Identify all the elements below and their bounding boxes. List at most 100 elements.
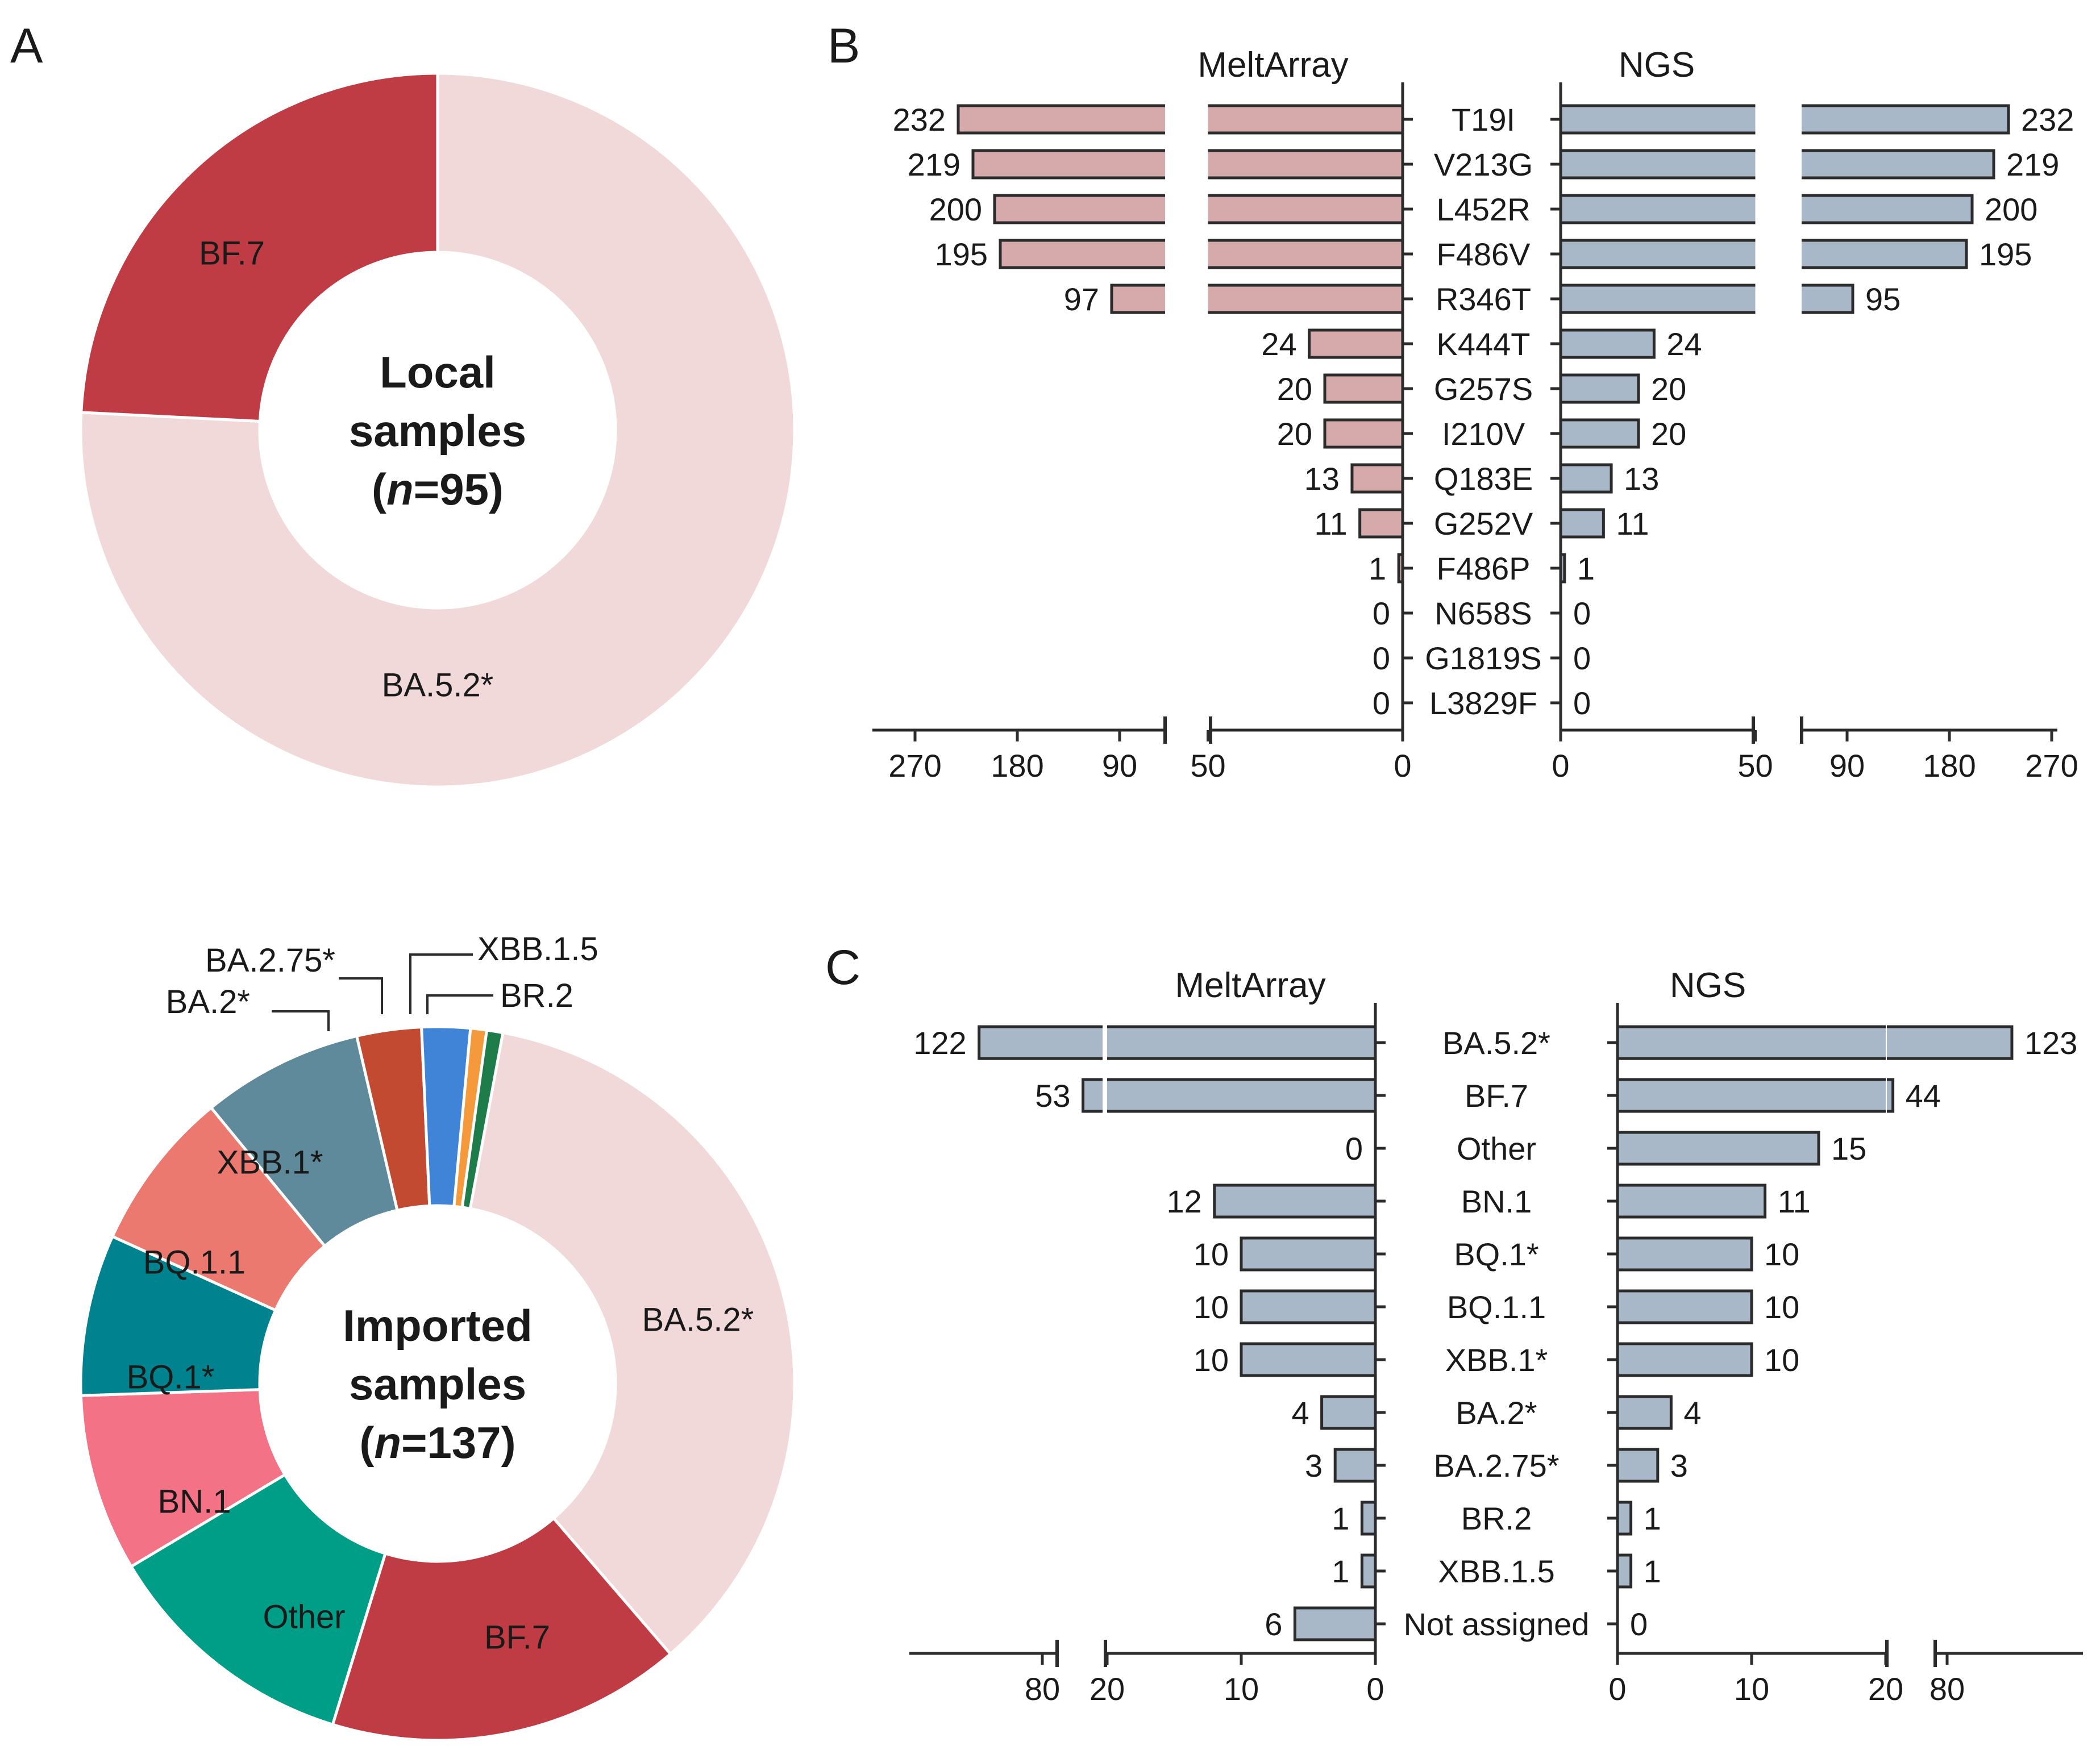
- category-label-xbb-1-5: XBB.1.5: [1438, 1553, 1554, 1589]
- panel-letter-c: C: [825, 940, 860, 995]
- slice-label-bn-1: BN.1: [158, 1483, 231, 1520]
- tick-right-0-label: 0: [1608, 1671, 1626, 1707]
- value-label-right-bf-7: 44: [1906, 1078, 1941, 1114]
- donut-center-text-line-2: samples: [349, 1359, 526, 1409]
- callout-line-ba-2: [272, 1010, 330, 1031]
- value-label-right-f486p: 1: [1577, 551, 1595, 586]
- bar-right-k444t: [1559, 328, 1656, 359]
- category-label-q183e: Q183E: [1434, 461, 1533, 497]
- bar-right-bn-1: [1616, 1184, 1767, 1219]
- bar-right-v213g-high: [1802, 151, 1994, 178]
- value-label-right-ba-2-75: 3: [1670, 1448, 1688, 1484]
- bar-left-bn-1: [1213, 1184, 1377, 1219]
- bar-right-ba-5-2-high: [1887, 1027, 2012, 1059]
- value-label-right-other: 15: [1831, 1131, 1866, 1166]
- value-label-right-f486v: 195: [1979, 236, 2032, 272]
- value-label-right-bn-1: 11: [1778, 1184, 1811, 1219]
- bar-right-ba-2-75: [1616, 1448, 1660, 1483]
- bar-right-r346t-high-edge: [1802, 284, 1854, 314]
- bar-right-xbb-1: [1616, 1342, 1753, 1377]
- bar-right-l452r-low-fill: [1561, 195, 1756, 223]
- value-label-left-bq-1: 10: [1194, 1236, 1229, 1272]
- bar-left-i210v: [1323, 418, 1404, 449]
- bar-left-g257s: [1323, 373, 1404, 404]
- bar-right-r346t-high: [1802, 285, 1853, 312]
- bar-right-other: [1616, 1131, 1820, 1166]
- slice-label-other: Other: [263, 1598, 345, 1635]
- value-label-right-g1819s: 0: [1573, 640, 1591, 676]
- category-label-t19i: T19I: [1452, 102, 1515, 137]
- value-label-right-xbb-1-5: 1: [1644, 1553, 1661, 1589]
- bar-left-f486v-low-fill: [1208, 240, 1403, 268]
- bar-right-g252v: [1559, 508, 1605, 539]
- category-label-r346t: R346T: [1436, 281, 1531, 317]
- bar-chart-title-right: NGS: [1619, 45, 1695, 85]
- value-label-right-t19i: 232: [2021, 102, 2074, 137]
- category-label-f486p: F486P: [1437, 551, 1531, 586]
- bar-left-bf-7-high: [1083, 1080, 1103, 1111]
- donut-center-text-line-1: Imported: [343, 1301, 533, 1351]
- value-label-left-v213g: 219: [908, 147, 960, 182]
- tick-right-180-label: 180: [1923, 748, 1976, 784]
- category-label-l3829f: L3829F: [1429, 685, 1537, 721]
- value-label-right-r346t: 95: [1865, 281, 1901, 317]
- tick-left-80-label: 80: [1025, 1671, 1060, 1707]
- bar-right-ba-5-2-low-fill: [1617, 1027, 1886, 1059]
- category-label-k444t: K444T: [1437, 326, 1531, 362]
- bar-left-not-assigned: [1293, 1606, 1377, 1641]
- tick-left-270-label: 270: [888, 748, 941, 784]
- value-label-right-l452r: 200: [1985, 191, 2037, 227]
- pie-slice-ba-5-2: [436, 1025, 796, 1656]
- tick-right-0-label: 0: [1552, 748, 1569, 784]
- value-label-left-q183e: 13: [1304, 461, 1340, 497]
- bar-left-bq-1: [1240, 1236, 1377, 1272]
- bar-left-bq-1-1: [1240, 1289, 1377, 1324]
- bar-left-bf-7-high-edge: [1082, 1078, 1103, 1113]
- value-label-right-ba-5-2: 123: [2024, 1025, 2077, 1061]
- slice-label-bq-1-1: BQ.1.1: [143, 1244, 246, 1281]
- bar-right-l452r-high: [1802, 195, 1972, 223]
- value-label-right-br-2: 1: [1644, 1501, 1661, 1536]
- value-label-right-n658s: 0: [1573, 595, 1591, 631]
- callout-label-ba-2: BA.2*: [166, 984, 250, 1020]
- pie-slice-bf-7: [80, 72, 439, 423]
- category-label-bn-1: BN.1: [1461, 1184, 1532, 1219]
- value-label-right-not-assigned: 0: [1630, 1606, 1648, 1642]
- bar-left-g252v: [1358, 508, 1404, 539]
- bar-left-r346t-high-edge: [1110, 284, 1165, 314]
- slice-label-ba-5-2: BA.5.2*: [382, 666, 494, 703]
- category-label-other: Other: [1457, 1131, 1536, 1166]
- bar-right-br-2: [1616, 1501, 1633, 1536]
- value-label-left-t19i: 232: [893, 102, 946, 137]
- bar-right-f486v-high-edge: [1802, 239, 1968, 269]
- bar-right-ba-2: [1616, 1395, 1673, 1430]
- callout-label-xbb-1-5: XBB.1.5: [477, 931, 598, 968]
- tick-left-50-label: 50: [1190, 748, 1225, 784]
- category-label-ba-2-75: BA.2.75*: [1433, 1448, 1559, 1484]
- panel-letter-a: A: [10, 19, 43, 73]
- value-label-right-ba-2: 4: [1683, 1395, 1701, 1431]
- bar-left-ba-5-2-high: [979, 1027, 1103, 1059]
- value-label-right-q183e: 13: [1624, 461, 1659, 497]
- tick-left-0-label: 0: [1366, 1671, 1384, 1707]
- category-label-n658s: N658S: [1434, 595, 1532, 631]
- slice-label-bq-1: BQ.1*: [127, 1359, 215, 1395]
- category-label-bq-1: BQ.1*: [1454, 1236, 1538, 1272]
- bar-chart-title-left: MeltArray: [1175, 966, 1325, 1005]
- callout-line-xbb-1-5: [409, 953, 473, 1014]
- bar-left-xbb-1-5: [1360, 1553, 1377, 1589]
- value-label-left-g1819s: 0: [1373, 640, 1390, 676]
- bar-left-ba-2-75: [1333, 1448, 1377, 1483]
- donut-center-text-line-3: (n=95): [372, 464, 504, 514]
- tick-left-10-label: 10: [1224, 1671, 1259, 1707]
- value-label-right-g252v: 11: [1616, 506, 1649, 541]
- value-label-left-i210v: 20: [1277, 416, 1312, 452]
- bar-right-t19i-low-fill: [1561, 106, 1756, 133]
- value-label-left-l3829f: 0: [1373, 685, 1390, 721]
- slice-label-bf-7: BF.7: [484, 1619, 550, 1656]
- category-label-f486v: F486V: [1437, 236, 1531, 272]
- bar-left-t19i-high: [958, 106, 1165, 133]
- callout-label-ba-2-75: BA.2.75*: [205, 942, 335, 979]
